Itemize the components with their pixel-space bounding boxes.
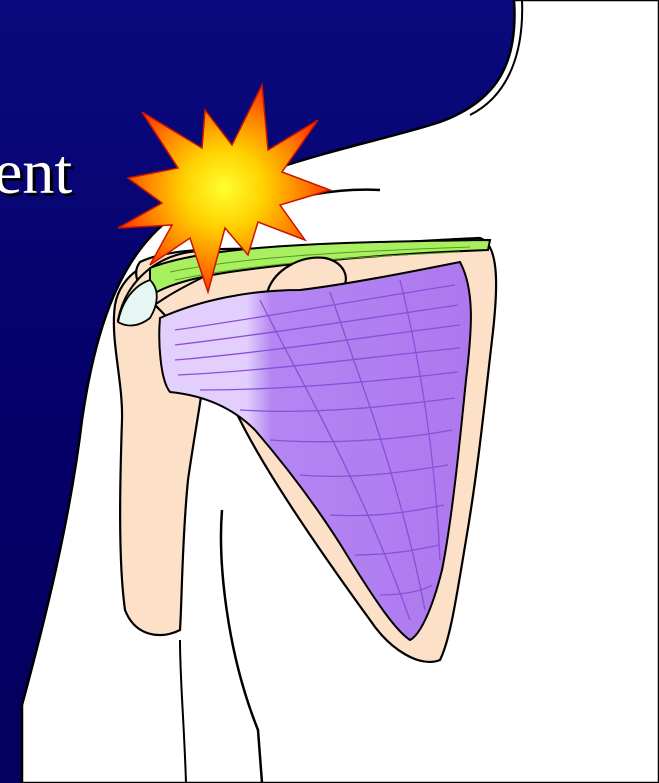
shoulder-anatomy-illustration xyxy=(0,0,659,783)
slide: ent xyxy=(0,0,659,783)
